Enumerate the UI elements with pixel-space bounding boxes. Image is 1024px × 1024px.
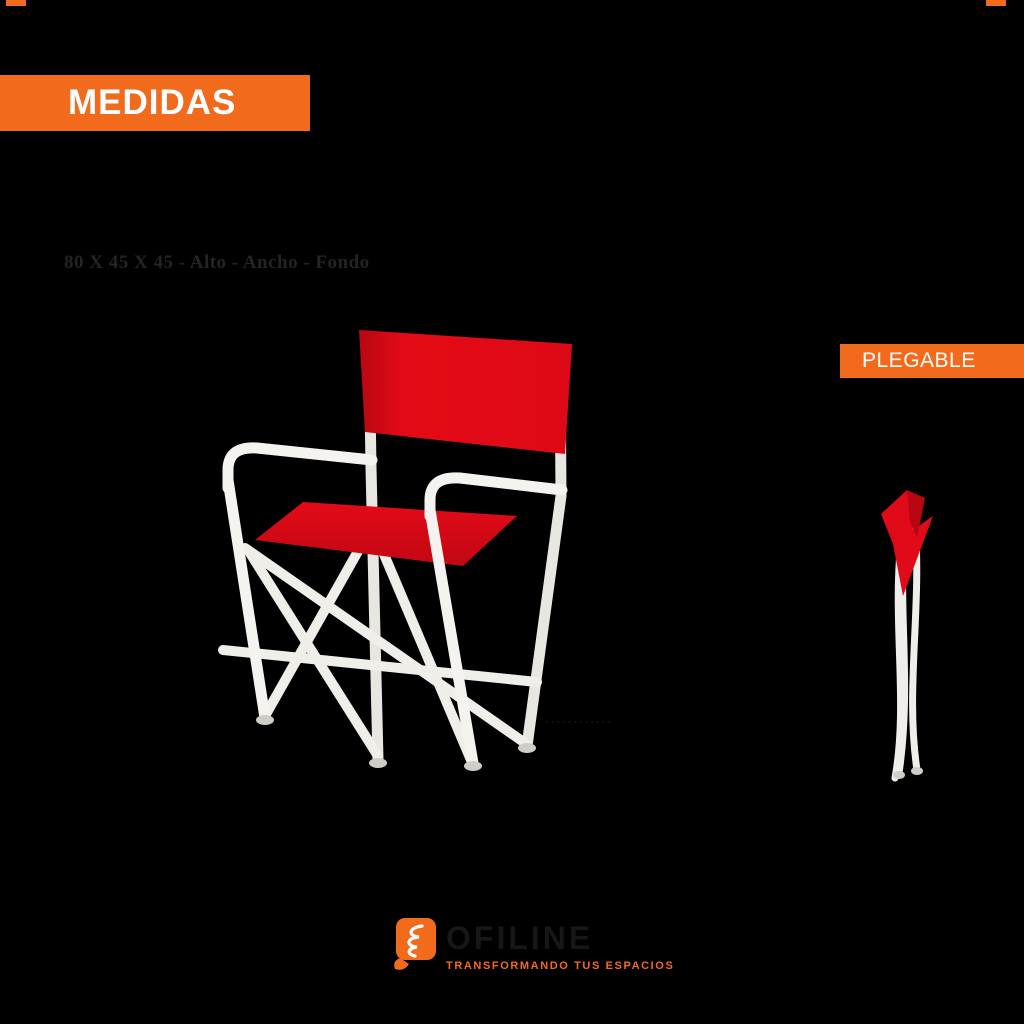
plegable-banner-label: PLEGABLE — [862, 349, 976, 372]
chair-cross-tube — [370, 528, 476, 765]
dimensions-text: 80 X 45 X 45 - Alto - Ancho - Fondo — [64, 252, 370, 273]
folded-chair-fabric — [881, 490, 933, 596]
brand-name: OFILINE — [446, 920, 594, 956]
watermark-text: ············ — [545, 716, 613, 728]
folded-chair-image — [881, 490, 933, 782]
chair-front-right-leg — [424, 504, 479, 769]
brand-logo-icon — [394, 918, 436, 970]
brand-tagline: TRANSFORMANDO TUS ESPACIOS — [446, 960, 675, 972]
corner-accent-left — [6, 0, 26, 6]
chair-backrest-fabric — [359, 330, 572, 454]
medidas-banner: MEDIDAS — [0, 75, 310, 131]
chair-left-armrest — [222, 442, 378, 494]
folded-chair-feet — [893, 767, 923, 779]
chair-seat-fabric — [255, 502, 517, 566]
chair-cross-tube — [240, 543, 530, 748]
chair-right-armrest — [424, 472, 568, 522]
corner-accent-right — [986, 0, 1006, 6]
folded-chair-fabric-shadow — [907, 490, 925, 538]
chair-stretcher-tube — [218, 645, 542, 687]
chair-cross-tube — [260, 525, 375, 721]
brand-text-block: OFILINE TRANSFORMANDO TUS ESPACIOS — [446, 916, 674, 972]
footer-brand: OFILINE TRANSFORMANDO TUS ESPACIOS — [388, 916, 674, 976]
medidas-banner-label: MEDIDAS — [68, 83, 237, 122]
plegable-banner: PLEGABLE — [840, 344, 1024, 378]
chair-feet — [256, 715, 536, 771]
director-chair-image — [218, 330, 572, 771]
chair-front-left-leg — [222, 474, 271, 724]
